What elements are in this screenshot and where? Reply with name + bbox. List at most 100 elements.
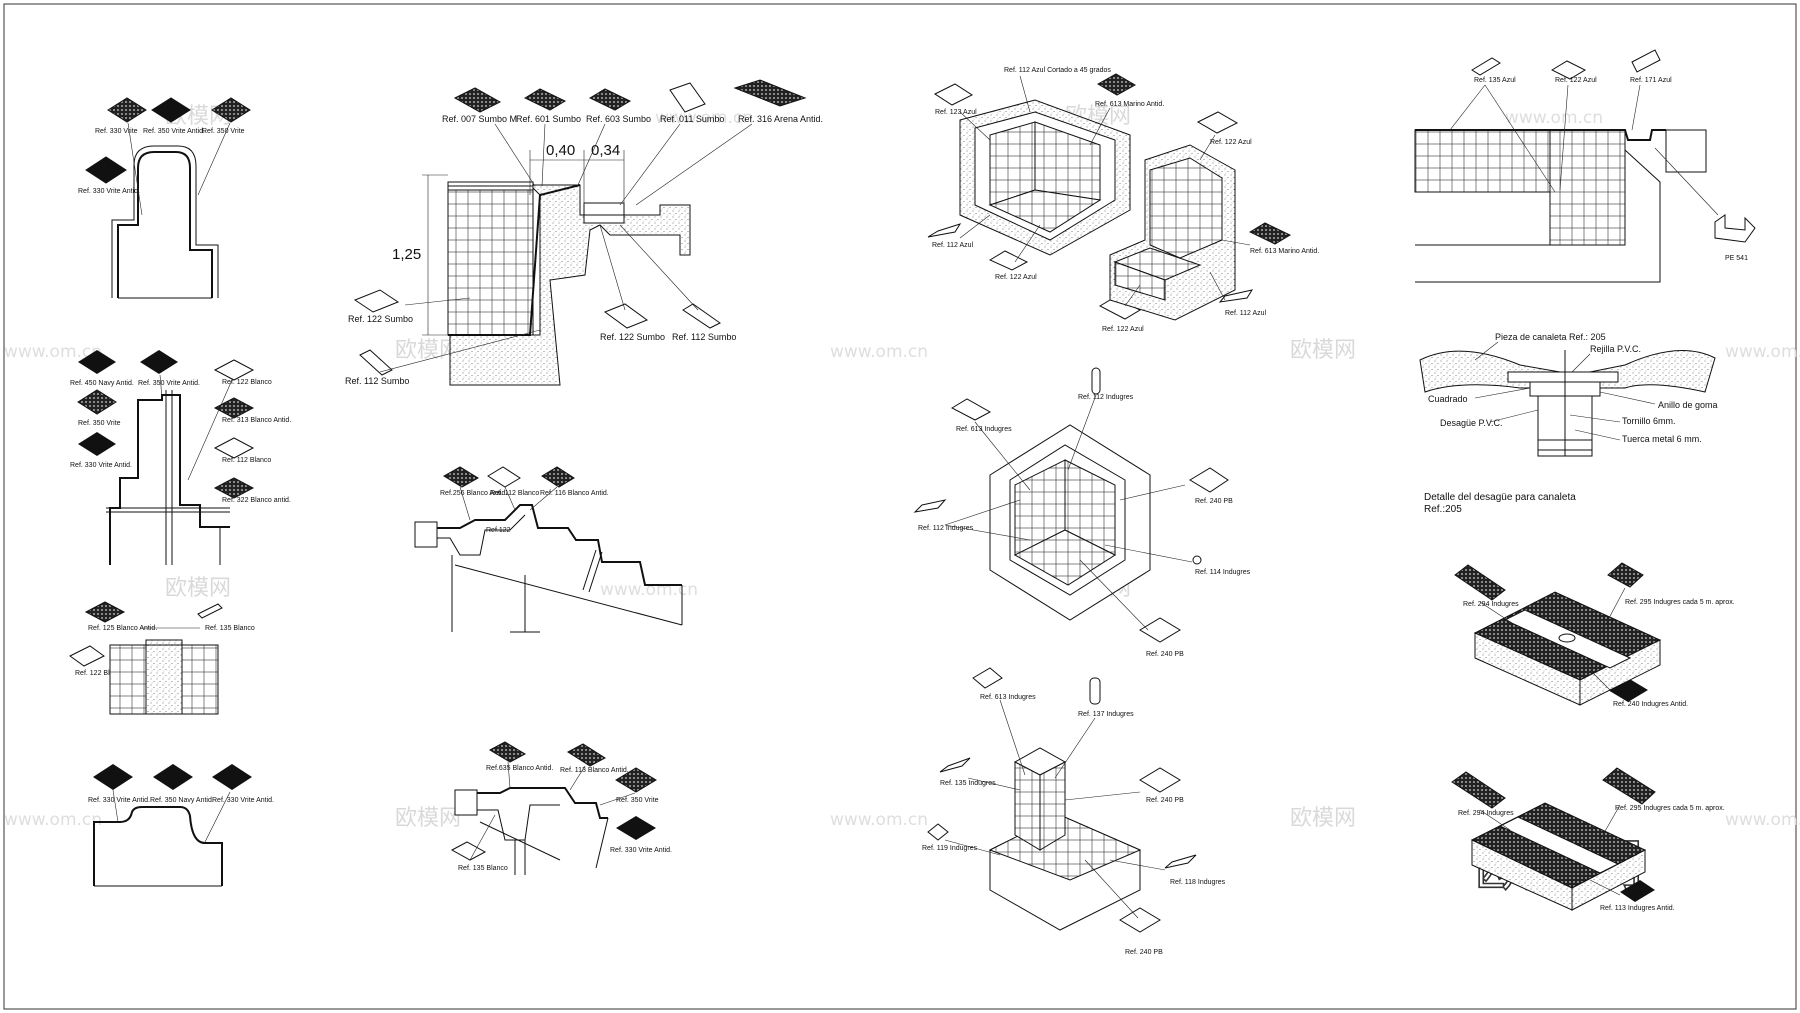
iso-pool-corner: Ref. 112 Azul Cortado a 45 grados Ref. 1… [927,67,1319,333]
callout-label: Ref. 313 Blanco Antid. [222,417,291,424]
tile-swatch-icon [211,97,251,123]
tile-swatch-icon [487,466,521,488]
tile-swatch-icon [78,350,116,374]
callout-label: Ref. 603 Sumbo [586,114,651,124]
iso-inner-corner: Ref. 112 Indugres Ref. 613 Indugres Ref.… [913,367,1251,658]
detail-b: Ref. 450 Navy Antid. Ref. 350 Vrite Anti… [70,350,291,565]
callout-label: www.om.cn [830,810,928,830]
callout-label: www.om.cn [600,580,698,600]
callout-label: Ref. 240 PB [1195,498,1233,505]
tile-swatch-icon [488,741,527,763]
tile-swatch-icon [213,397,255,419]
callout-label: Ref. 240 PB [1125,949,1163,956]
callout-label: Ref. 122 Azul [1102,326,1144,333]
tile-swatch-icon [1192,555,1202,565]
callout-label: 欧模网 [1290,338,1356,363]
callout-label: Ref. 613 Indugres [956,426,1012,433]
tile-swatch-icon [359,349,393,376]
tile-swatch-icon [950,398,992,421]
callout-label: Ref. 613 Marino Antid. [1095,101,1164,108]
callout-label: 欧模网 [1290,806,1356,831]
callout-label: 0,34 [591,142,620,159]
callout-label: 欧模网 [165,576,231,601]
tile-swatch-icon [93,764,133,790]
tile-swatch-icon [616,816,656,840]
detail-c: Ref. 125 Blanco Antid. Ref. 122 Blanco R… [69,601,255,715]
tile-swatch-icon [78,432,116,456]
iso-grate-a: Ref. 294 Indugres Ref. 295 Indugres cada… [1454,562,1735,708]
tile-swatch-icon [1714,214,1756,243]
callout-label: Ref. 112 Sumbo [345,376,409,386]
callout-label: Ref. 007 Sumbo M [442,114,517,124]
tile-swatch-icon [1471,57,1501,76]
tile-swatch-icon [69,645,105,667]
callout-label: Ref. 322 Blanco antid. [222,497,291,504]
tile-swatch-icon [669,82,706,113]
callout-label: www.om.cn [1725,810,1800,830]
callout-label: Ref. 330 Vrite Antid. [212,797,274,804]
callout-label: Cuadrado [1428,394,1468,404]
section-main: Ref. 007 Sumbo M Ref. 601 Sumbo Ref. 603… [345,79,823,386]
callout-label: 欧模网 [395,806,461,831]
callout-label: Ref. 113 Indugres Antid. [1600,905,1675,912]
callout-label: Ref. 316 Arena Antid. [738,114,823,124]
tile-swatch-icon [1454,564,1506,601]
callout-label: Anillo de goma [1658,400,1718,410]
callout-label: Tornillo 6mm. [1622,416,1676,426]
callout-label: Ref. 295 Indugres cada 5 m. aprox. [1625,599,1735,606]
tile-swatch-icon [913,499,947,513]
callout-label: www.om.cn [830,342,928,362]
callout-label: Ref. 112 Azul [932,242,974,249]
callout-label: Ref. 350 Vrite Antid. [143,128,205,135]
tile-swatch-icon [541,466,575,488]
iso-outer-corner: Ref. 613 Indugres Ref. 137 Indugres Ref.… [922,667,1226,956]
callout-label: Ref. 295 Indugres cada 5 m. aprox. [1615,805,1725,812]
callout-label: www.om.cn [655,108,753,128]
tile-swatch-icon [927,823,949,841]
tile-swatch-icon [933,83,974,106]
tile-swatch-icon [353,289,400,313]
tile-swatch-icon [1607,562,1644,588]
tile-swatch-icon [1631,49,1661,73]
callout-label: Ref. 122 Azul [1210,139,1252,146]
callout-label: Ref. 350 Vrite [616,797,659,804]
tile-swatch-icon [84,601,126,623]
callout-label: Ref. 112 Azul [1225,310,1267,317]
callout-label: www.om.cn [4,810,102,830]
callout-label: Ref. 240 Indugres Antid. [1613,701,1688,708]
tile-swatch-icon [1096,73,1137,96]
callout-label: Ref. 294 Indugres [1463,601,1519,608]
callout-label: Ref.635 Blanco Antid. [486,765,553,772]
callout-label: Pieza de canaleta Ref.: 205 [1495,332,1606,342]
tile-swatch-icon [1451,771,1506,809]
callout-label: Ref. 122 Sumbo [600,332,665,342]
tile-swatch-icon [140,350,178,374]
tile-swatch-icon [1139,767,1181,793]
tile-swatch-icon [588,88,632,111]
callout-label: Ref. 350 Vrite [78,420,121,427]
callout-label: Ref. 119 Indugres [922,845,978,852]
tile-swatch-icon [1119,907,1161,933]
tile-swatch-icon [733,79,807,107]
callout-label: Ref. 330 Vrite [95,128,138,135]
detail-d: Ref. 330 Vrite Antid. Ref. 350 Navy Anti… [88,764,274,887]
callout-label: Rejilla P.V.C. [1590,344,1641,354]
callout-label: Ref. 240 PB [1146,797,1184,804]
callout-label: Ref. 330 Vrite Antid. [70,462,132,469]
callout-label: Ref. 135 Blanco [205,625,255,632]
tile-swatch-icon [153,764,193,790]
drain-caption-ref: Ref.:205 [1424,504,1462,515]
callout-label: Ref. 118 Indugres [1170,879,1226,886]
callout-label: Ref. 122 Blanco [75,670,125,677]
callout-label: Tuerca metal 6 mm. [1622,434,1702,444]
callout-label: Ref. 122 Azul [995,274,1037,281]
section-lower: Ref.635 Blanco Antid. Ref. 113 Blanco An… [450,741,672,875]
callout-label: Ref.256 Blanco Antid. [440,490,507,497]
tile-swatch-icon [523,88,567,111]
callout-label: Ref. 601 Sumbo [516,114,581,124]
drain-caption: Detalle del desagüe para canaleta [1424,492,1576,503]
callout-label: Ref. 116 Blanco Antid. [540,490,609,497]
callout-label: Ref. 112 Blanco [222,457,271,464]
tile-swatch-icon [213,477,255,499]
callout-label: 1,25 [392,246,421,263]
